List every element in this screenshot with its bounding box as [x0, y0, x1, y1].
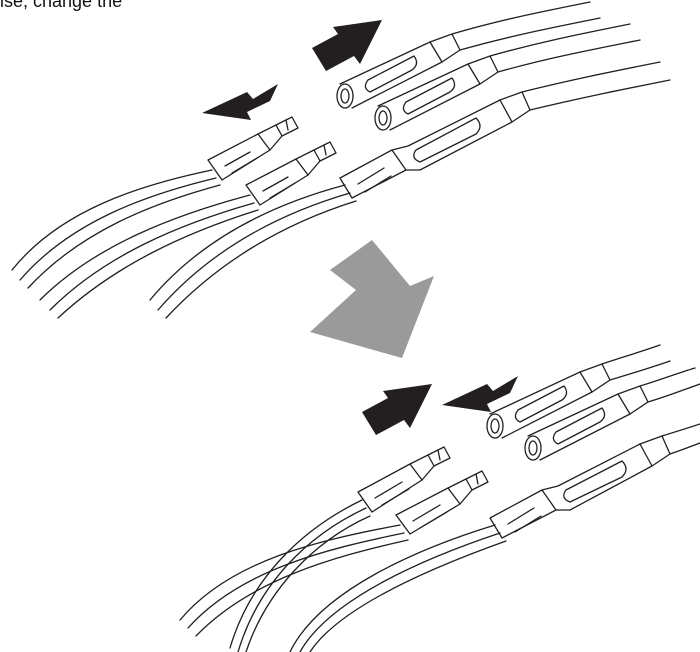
male-plug-2-crossed — [180, 471, 488, 636]
male-plug-2 — [40, 142, 336, 318]
female-plug-3-connected-bottom — [290, 424, 700, 652]
female-plug-1 — [337, 2, 600, 108]
female-plug-2-bottom — [525, 368, 700, 460]
bottom-stage — [180, 345, 700, 652]
arrow-down-left-icon — [310, 240, 434, 358]
male-plug-1 — [12, 117, 298, 288]
arrow-right-up-icon — [312, 20, 382, 71]
arrow-left-down-icon — [202, 84, 278, 120]
arrow-right-up-icon — [362, 384, 432, 435]
